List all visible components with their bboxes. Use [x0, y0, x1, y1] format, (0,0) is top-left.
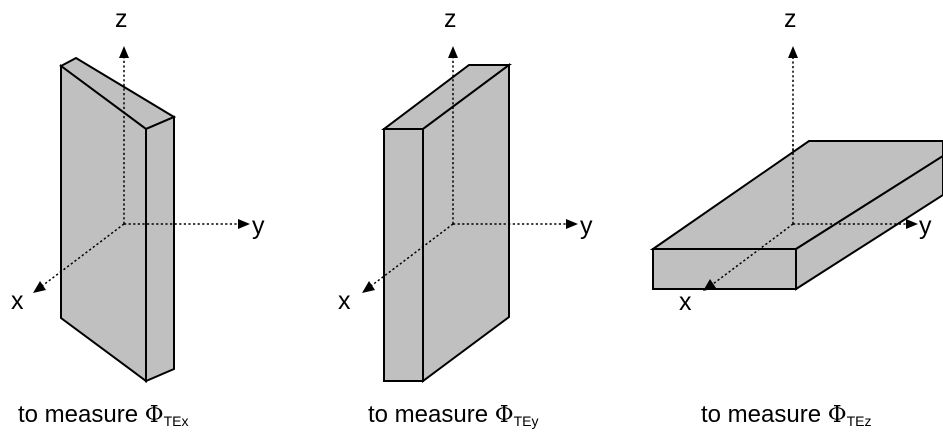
slab-tey-side-face — [422, 63, 510, 383]
x-arrowhead-tez — [703, 279, 716, 291]
phi-symbol-tey: Φ — [494, 402, 514, 428]
panel-tey: z y x — [338, 5, 593, 383]
z-axis-label-tez: z — [784, 5, 797, 33]
y-axis-label-tey: y — [580, 212, 593, 240]
caption-tez: to measure ΦTEz — [701, 400, 871, 430]
x-axis-tey — [370, 223, 454, 287]
caption-tey: to measure ΦTEy — [368, 400, 538, 430]
z-axis-label-tex: z — [115, 5, 128, 33]
caption-tex-subscript: TEx — [163, 413, 189, 429]
slab-tey-front-face — [383, 128, 424, 382]
x-arrowhead-tex — [33, 281, 46, 293]
x-axis-label-tey: x — [338, 287, 351, 315]
caption-tey-text: to measure — [368, 401, 495, 428]
phi-symbol-tex: Φ — [144, 402, 164, 428]
y-axis-label-tex: y — [252, 212, 265, 240]
x-axis-tex — [41, 223, 125, 287]
z-arrowhead-tex — [119, 46, 129, 58]
panel-tez: z y x — [649, 5, 943, 316]
x-axis-label-tex: x — [11, 287, 24, 315]
phi-symbol-tez: Φ — [827, 402, 847, 428]
slab-tex-side-face — [145, 115, 175, 383]
z-arrowhead-tez — [788, 46, 798, 58]
slab-tez-front-face — [652, 248, 797, 290]
caption-tex: to measure ΦTEx — [18, 400, 188, 430]
x-axis-tez — [712, 223, 794, 285]
z-arrowhead-tey — [448, 46, 458, 58]
y-arrowhead-tey — [566, 219, 578, 229]
y-arrowhead-tex — [238, 219, 250, 229]
y-arrowhead-tez — [906, 219, 918, 229]
caption-tey-subscript: TEy — [513, 413, 539, 429]
caption-tex-text: to measure — [18, 401, 145, 428]
x-axis-label-tez: x — [679, 288, 692, 316]
y-axis-label-tez: y — [919, 212, 932, 240]
caption-tez-text: to measure — [701, 401, 828, 428]
z-axis-label-tey: z — [444, 5, 457, 33]
panel-tex: z y x — [11, 5, 265, 383]
caption-tez-subscript: TEz — [846, 413, 872, 429]
slab-tez-side-face — [795, 154, 943, 291]
x-arrowhead-tey — [362, 281, 375, 293]
